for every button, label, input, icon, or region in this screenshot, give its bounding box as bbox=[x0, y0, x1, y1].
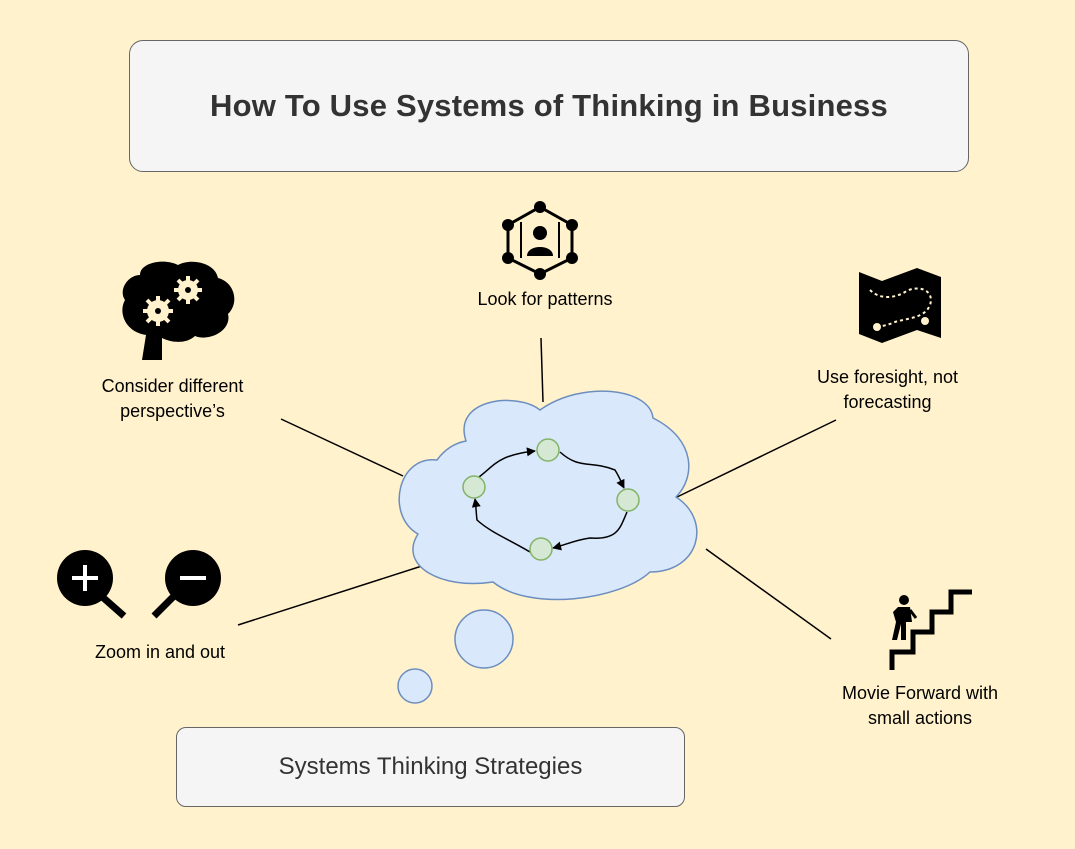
cycle-arrow-3 bbox=[552, 511, 628, 551]
zoom-in-icon bbox=[57, 550, 127, 619]
stairs-climber-icon bbox=[889, 589, 972, 670]
diagram-title: How To Use Systems of Thinking in Busine… bbox=[210, 88, 888, 123]
connector-patterns bbox=[540, 337, 544, 403]
thought-bubble-small bbox=[397, 668, 433, 704]
cycle-arrow-1 bbox=[478, 447, 536, 478]
cycle-node-right bbox=[616, 488, 640, 512]
footer-box: Systems Thinking Strategies bbox=[176, 727, 685, 807]
connector-perspectives bbox=[280, 418, 404, 477]
footer-label: Systems Thinking Strategies bbox=[278, 753, 583, 780]
zoom-out-icon bbox=[151, 550, 221, 619]
cycle-node-left bbox=[462, 475, 486, 499]
label-move-forward: Movie Forward with small actions bbox=[841, 683, 999, 728]
connector-zoom bbox=[237, 564, 426, 626]
title-box: How To Use Systems of Thinking in Busine… bbox=[129, 40, 969, 172]
thought-cloud bbox=[397, 390, 698, 704]
cycle-node-bottom bbox=[529, 537, 553, 561]
cycle-node-top bbox=[536, 438, 560, 462]
cycle-arrow-4 bbox=[471, 498, 531, 553]
map-route-icon bbox=[859, 268, 941, 343]
cycle-arrow-2 bbox=[559, 451, 625, 489]
label-zoom-in-out: Zoom in and out bbox=[94, 642, 226, 662]
brain-gears-icon bbox=[122, 261, 235, 360]
label-use-foresight: Use foresight, not forecasting bbox=[816, 367, 959, 412]
connector-forward bbox=[705, 548, 832, 640]
label-look-for-patterns: Look for patterns bbox=[477, 289, 613, 309]
label-consider-perspectives: Consider different perspective’s bbox=[101, 376, 244, 421]
thought-bubble-large bbox=[454, 609, 514, 669]
network-person-icon bbox=[502, 201, 578, 280]
connector-foresight bbox=[674, 419, 837, 499]
